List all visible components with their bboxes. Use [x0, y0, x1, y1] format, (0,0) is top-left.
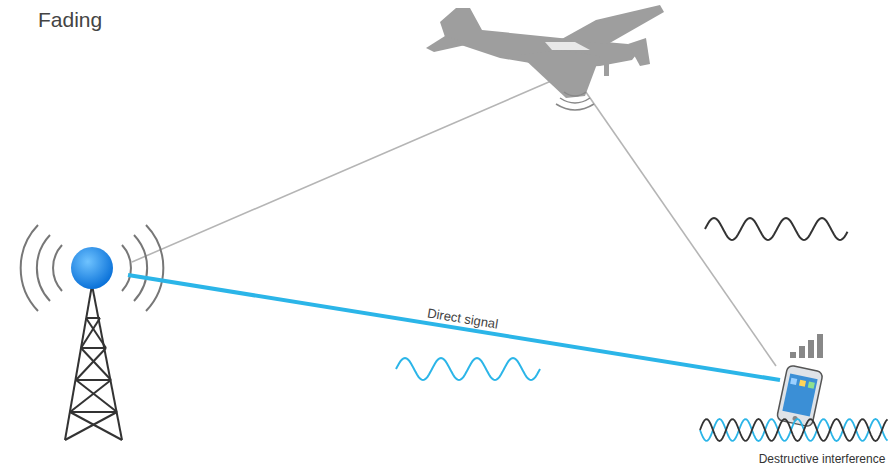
reflected-path	[132, 72, 776, 366]
antenna-ball	[71, 247, 113, 289]
direct-wave	[396, 358, 540, 380]
radio-waves	[21, 225, 164, 311]
reflected-wave	[705, 218, 848, 240]
interference-wave	[700, 419, 888, 441]
mobile-phone	[776, 365, 823, 427]
radio-tower	[65, 285, 122, 440]
scatter-waves	[556, 92, 594, 110]
signal-bars	[790, 334, 823, 358]
diagram-title: Fading	[38, 8, 102, 32]
direct-signal-line	[128, 275, 780, 380]
effect-label: Destructive interference	[759, 452, 886, 466]
interference-wave	[700, 419, 888, 441]
airplane	[426, 5, 664, 98]
